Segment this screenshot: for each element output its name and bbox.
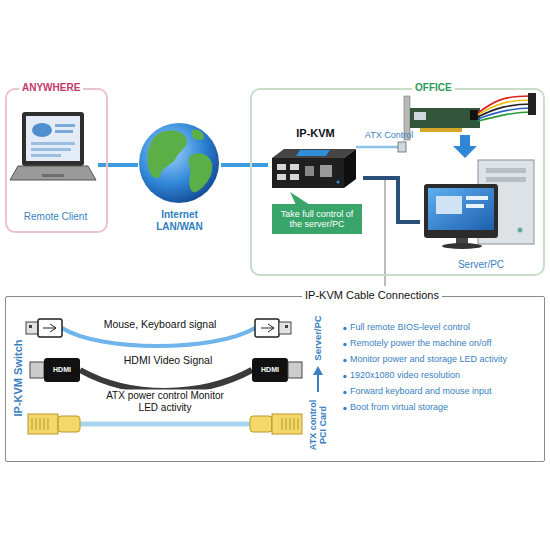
node-text: Server/PC bbox=[458, 259, 504, 271]
feature-item: 1920x1080 video resolution bbox=[350, 370, 460, 380]
hdmi-cable bbox=[80, 370, 252, 391]
pci-card bbox=[404, 93, 536, 140]
hdmi-plug bbox=[252, 358, 302, 382]
network-cable bbox=[221, 163, 268, 167]
client-node: Remote Client bbox=[13, 110, 98, 224]
usb-cable bbox=[62, 328, 255, 346]
server-node: Server/PC bbox=[420, 150, 542, 272]
usb-plug bbox=[26, 319, 62, 337]
connector-label: HDMI bbox=[53, 366, 71, 374]
atx-cable bbox=[80, 422, 250, 427]
signal-label: HDMI Video Signal bbox=[122, 354, 215, 366]
kvm-node: IP-KVM bbox=[268, 127, 363, 193]
region-heading: IP-KVM Cable Connections bbox=[302, 289, 442, 302]
side-label: ATX control PCI Card bbox=[308, 393, 329, 457]
feature-item: Monitor power and storage LED activity bbox=[350, 354, 507, 364]
leader-line bbox=[385, 180, 386, 286]
bullet-dots bbox=[343, 327, 346, 410]
rj45-plug bbox=[250, 414, 302, 434]
network-cable bbox=[363, 178, 420, 222]
side-label: IP-KVM Switch bbox=[12, 339, 25, 416]
kvm-device bbox=[272, 149, 356, 188]
node-text: IP-KVM bbox=[296, 127, 335, 140]
feature-item: Boot from virtual storage bbox=[350, 402, 448, 412]
install-arrow bbox=[453, 135, 477, 158]
node-text: Take full control of the server/PC bbox=[276, 209, 358, 230]
region-box: ANYWHERERemote Client bbox=[5, 88, 108, 233]
signal-label: Mouse, Keyboard signal bbox=[102, 318, 219, 330]
network-cable bbox=[98, 163, 138, 167]
globe-icon bbox=[139, 123, 219, 203]
region-heading: ANYWHERE bbox=[19, 82, 83, 94]
signal-label: ATX power control Monitor LED activity bbox=[104, 390, 226, 413]
connector-label: HDMI bbox=[261, 366, 279, 374]
usb-plug bbox=[255, 319, 291, 337]
node-text: Internet LAN/WAN bbox=[140, 209, 219, 232]
rj45-plug bbox=[28, 414, 80, 434]
side-label: Server/PC bbox=[313, 315, 324, 360]
hdmi-plug bbox=[30, 358, 80, 382]
panel-box: IP-KVM Cable Connections bbox=[5, 296, 545, 462]
up-arrow bbox=[313, 366, 323, 392]
node-text: Remote Client bbox=[24, 211, 87, 223]
laptop-icon bbox=[10, 112, 96, 180]
server-icon bbox=[424, 160, 534, 249]
region-box: OFFICEIP-KVMTake full control of the ser… bbox=[250, 88, 545, 276]
feature-item: Forward keyboard and mouse input bbox=[350, 386, 492, 396]
rj45-jack bbox=[398, 142, 406, 152]
wire-label: ATX Control bbox=[365, 130, 413, 140]
feature-item: Remotely power the machine on/off bbox=[350, 338, 491, 348]
region-heading: OFFICE bbox=[412, 82, 455, 94]
feature-item: Full remote BIOS-level control bbox=[350, 322, 470, 332]
atx-wire bbox=[356, 146, 402, 149]
internet-node: Internet LAN/WAN bbox=[138, 118, 221, 234]
callout-box: Take full control of the server/PC bbox=[272, 204, 362, 234]
